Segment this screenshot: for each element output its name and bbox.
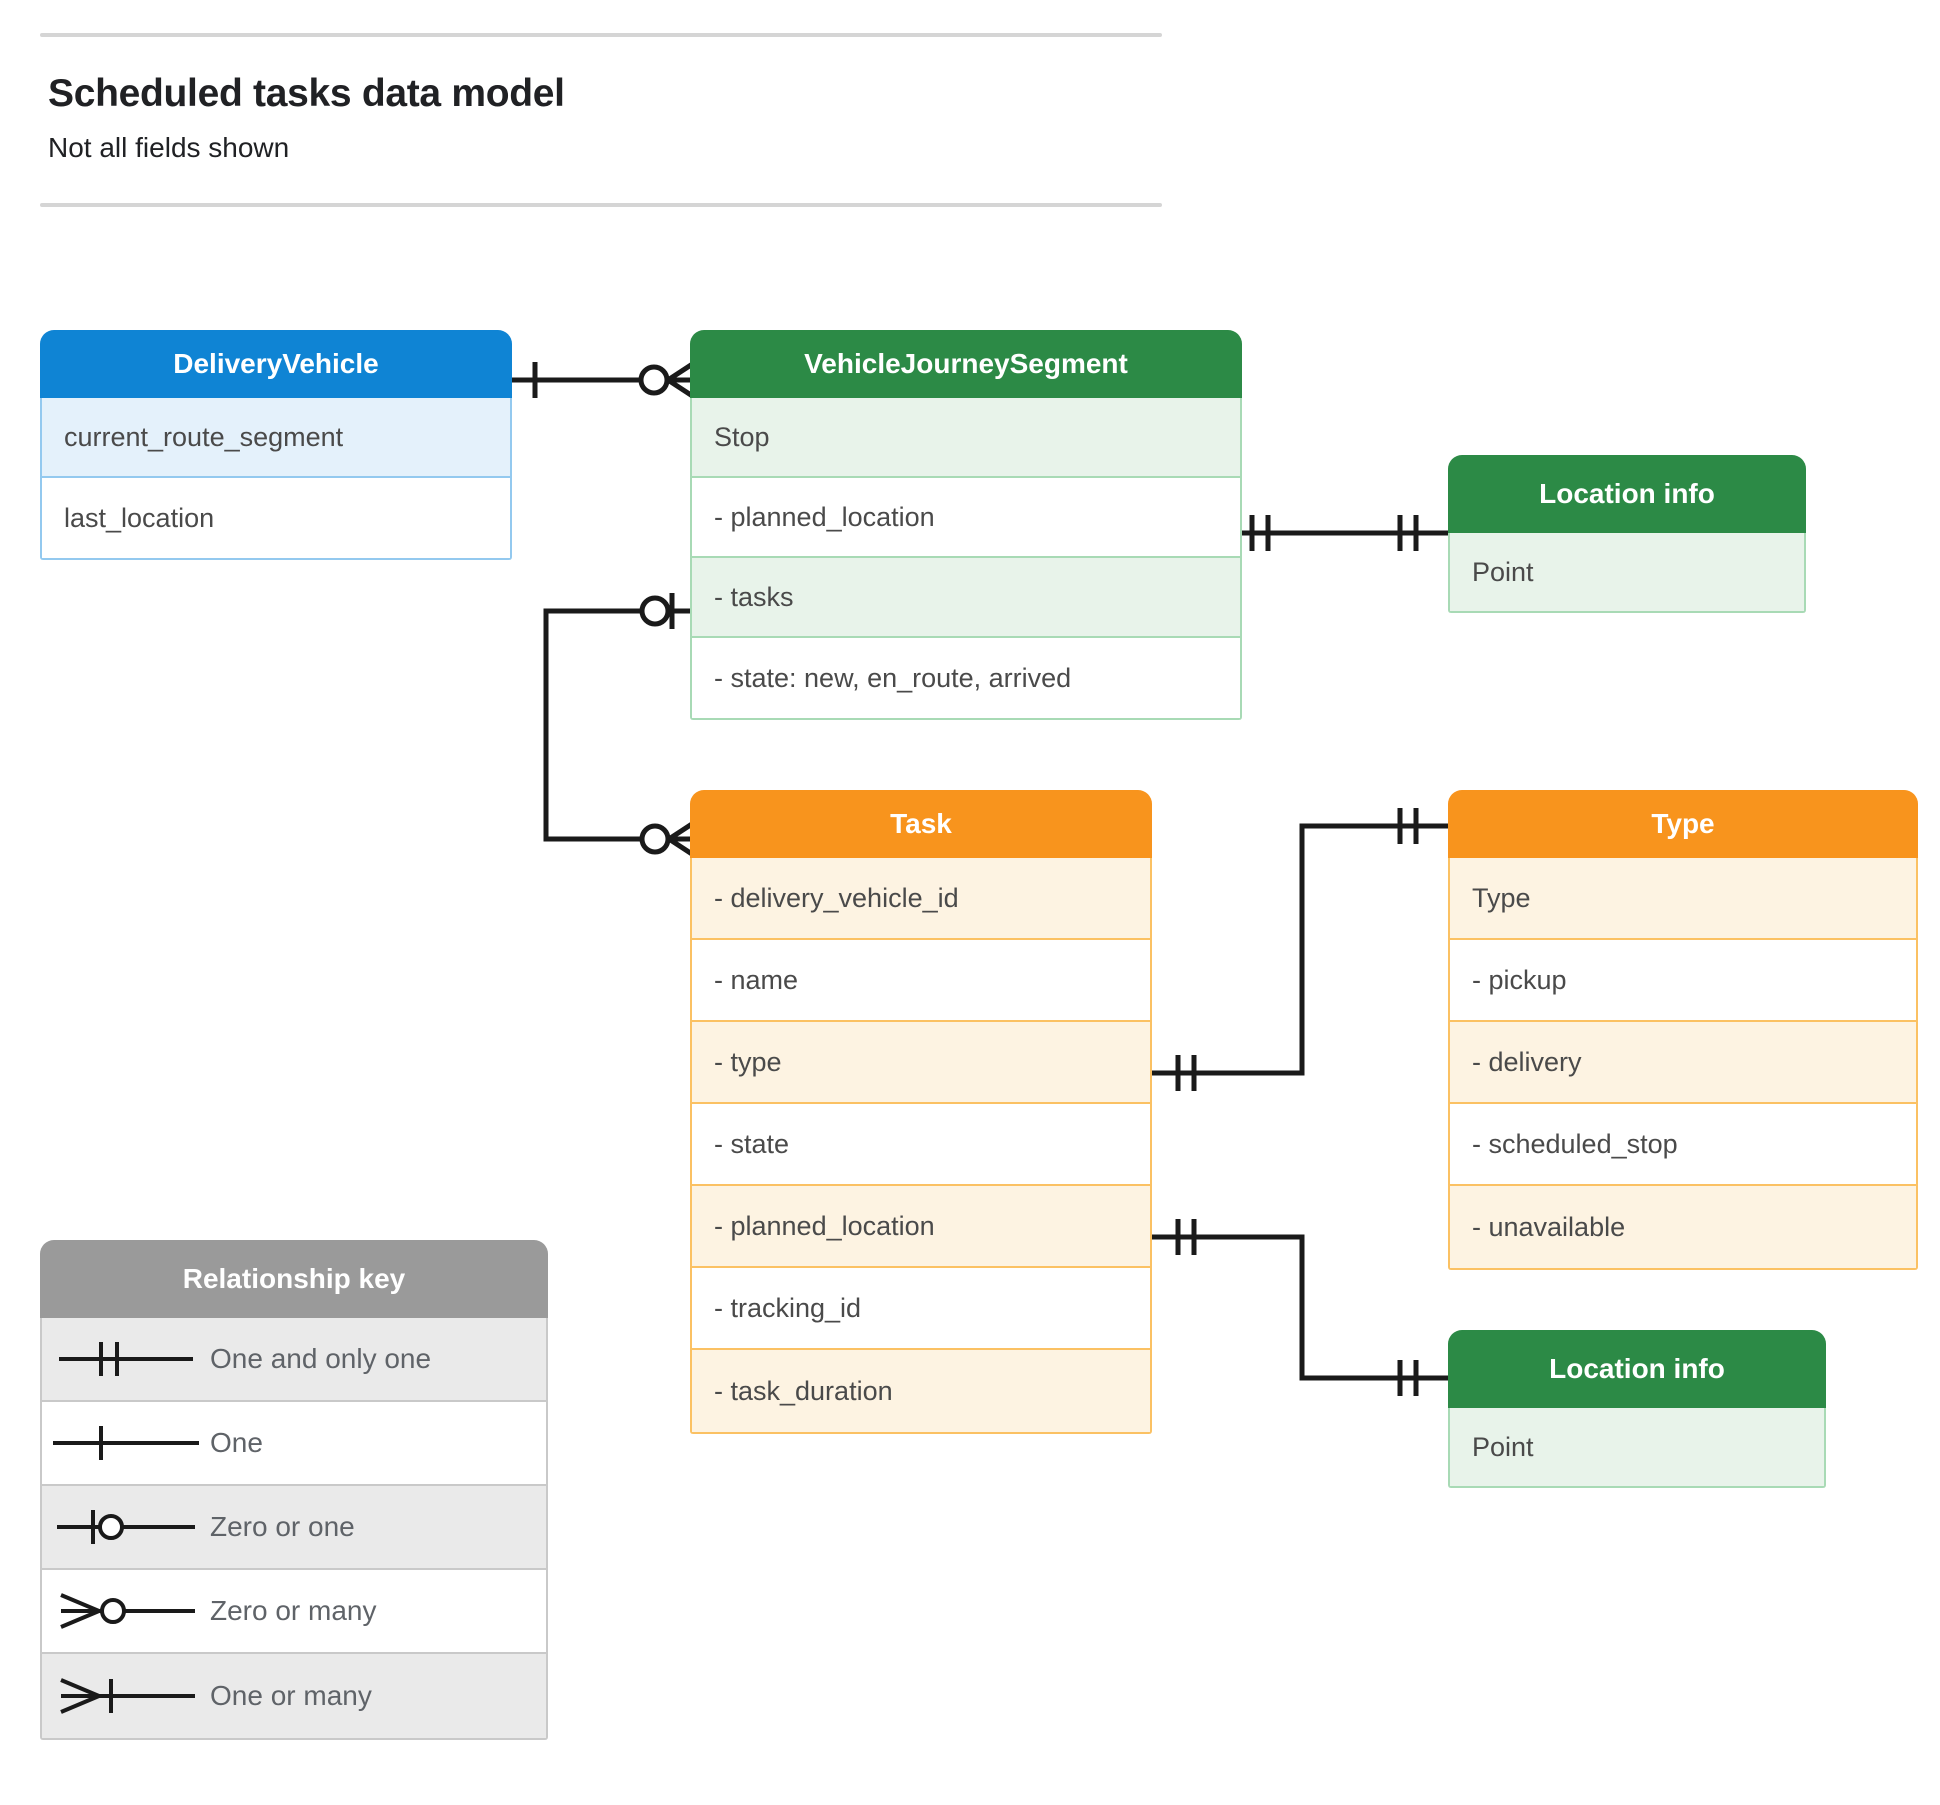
field-type-delivery[interactable]: - delivery xyxy=(1450,1022,1916,1104)
header-divider-top xyxy=(40,33,1162,37)
entity-title-location-info-bottom: Location info xyxy=(1448,1330,1826,1408)
legend-relationship-key: Relationship key One and only one xyxy=(40,1240,548,1740)
entity-rows-location-info-bottom: Point xyxy=(1448,1408,1826,1488)
zero-or-one-icon xyxy=(42,1504,210,1550)
legend-label-zero-or-one: Zero or one xyxy=(210,1511,355,1542)
legend-rows: One and only one One xyxy=(40,1318,548,1740)
field-point-bottom[interactable]: Point xyxy=(1450,1408,1824,1486)
entity-title-vehicle-journey-segment: VehicleJourneySegment xyxy=(690,330,1242,398)
field-task-state[interactable]: - state xyxy=(692,1104,1150,1186)
entity-title-type: Type xyxy=(1448,790,1918,858)
entity-type[interactable]: Type Type - pickup - delivery - schedule… xyxy=(1448,790,1918,1270)
legend-label-one-and-only-one: One and only one xyxy=(210,1343,432,1374)
field-current-route-segment[interactable]: current_route_segment xyxy=(42,398,510,478)
field-delivery-vehicle-id[interactable]: - delivery_vehicle_id xyxy=(692,858,1150,940)
legend-title: Relationship key xyxy=(40,1240,548,1318)
entity-title-task: Task xyxy=(690,790,1152,858)
one-or-many-icon xyxy=(42,1673,210,1719)
one-and-only-one-icon xyxy=(42,1336,210,1382)
entity-vehicle-journey-segment[interactable]: VehicleJourneySegment Stop - planned_loc… xyxy=(690,330,1242,720)
entity-title-location-info-top: Location info xyxy=(1448,455,1806,533)
entity-delivery-vehicle[interactable]: DeliveryVehicle current_route_segment la… xyxy=(40,330,512,560)
entity-location-info-top[interactable]: Location info Point xyxy=(1448,455,1806,613)
legend-label-zero-or-many: Zero or many xyxy=(210,1595,377,1626)
field-type-pickup[interactable]: - pickup xyxy=(1450,940,1916,1022)
legend-item-one-and-only-one: One and only one xyxy=(42,1318,546,1402)
header-divider-bottom xyxy=(40,203,1162,207)
field-last-location[interactable]: last_location xyxy=(42,478,510,558)
field-stop[interactable]: Stop xyxy=(692,398,1240,478)
field-tasks[interactable]: - tasks xyxy=(692,558,1240,638)
page-subtitle: Not all fields shown xyxy=(48,132,290,163)
entity-task[interactable]: Task - delivery_vehicle_id - name - type… xyxy=(690,790,1152,1434)
entity-rows-type: Type - pickup - delivery - scheduled_sto… xyxy=(1448,858,1918,1270)
legend-item-one-or-many: One or many xyxy=(42,1654,546,1738)
legend-item-one: One xyxy=(42,1402,546,1486)
field-task-planned-location[interactable]: - planned_location xyxy=(692,1186,1150,1268)
entity-rows-delivery-vehicle: current_route_segment last_location xyxy=(40,398,512,560)
legend-label-one-or-many: One or many xyxy=(210,1680,372,1711)
field-planned-location[interactable]: - planned_location xyxy=(692,478,1240,558)
field-task-type[interactable]: - type xyxy=(692,1022,1150,1104)
field-type-header[interactable]: Type xyxy=(1450,858,1916,940)
zero-or-many-icon xyxy=(42,1588,210,1634)
entity-rows-task: - delivery_vehicle_id - name - type - st… xyxy=(690,858,1152,1434)
field-point-top[interactable]: Point xyxy=(1450,533,1804,611)
entity-location-info-bottom[interactable]: Location info Point xyxy=(1448,1330,1826,1488)
entity-title-delivery-vehicle: DeliveryVehicle xyxy=(40,330,512,398)
page-title: Scheduled tasks data model xyxy=(48,72,565,115)
entity-rows-vehicle-journey-segment: Stop - planned_location - tasks - state:… xyxy=(690,398,1242,720)
field-type-scheduled-stop[interactable]: - scheduled_stop xyxy=(1450,1104,1916,1186)
one-icon xyxy=(42,1420,210,1466)
entity-rows-location-info-top: Point xyxy=(1448,533,1806,613)
field-tracking-id[interactable]: - tracking_id xyxy=(692,1268,1150,1350)
field-type-unavailable[interactable]: - unavailable xyxy=(1450,1186,1916,1268)
field-state[interactable]: - state: new, en_route, arrived xyxy=(692,638,1240,718)
legend-label-one: One xyxy=(210,1427,263,1458)
legend-item-zero-or-many: Zero or many xyxy=(42,1570,546,1654)
legend-item-zero-or-one: Zero or one xyxy=(42,1486,546,1570)
field-task-duration[interactable]: - task_duration xyxy=(692,1350,1150,1432)
field-task-name[interactable]: - name xyxy=(692,940,1150,1022)
